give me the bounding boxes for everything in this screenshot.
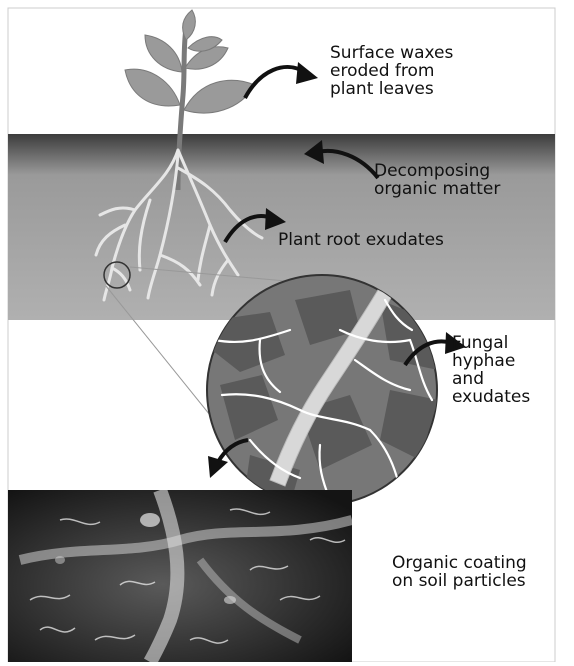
plant-leaves [125, 10, 255, 113]
soil-micrograph [8, 490, 352, 662]
arrow-surface-waxes [245, 62, 318, 98]
label-fungal-hyphae: Fungal hyphae and exudates [452, 334, 530, 406]
label-organic-coating: Organic coating on soil particles [392, 554, 527, 590]
magnified-hyphae-circle [207, 275, 438, 505]
label-surface-waxes: Surface waxes eroded from plant leaves [330, 44, 453, 98]
label-decomposing-organic-matter: Decomposing organic matter [374, 162, 500, 198]
label-plant-root-exudates: Plant root exudates [278, 231, 444, 249]
